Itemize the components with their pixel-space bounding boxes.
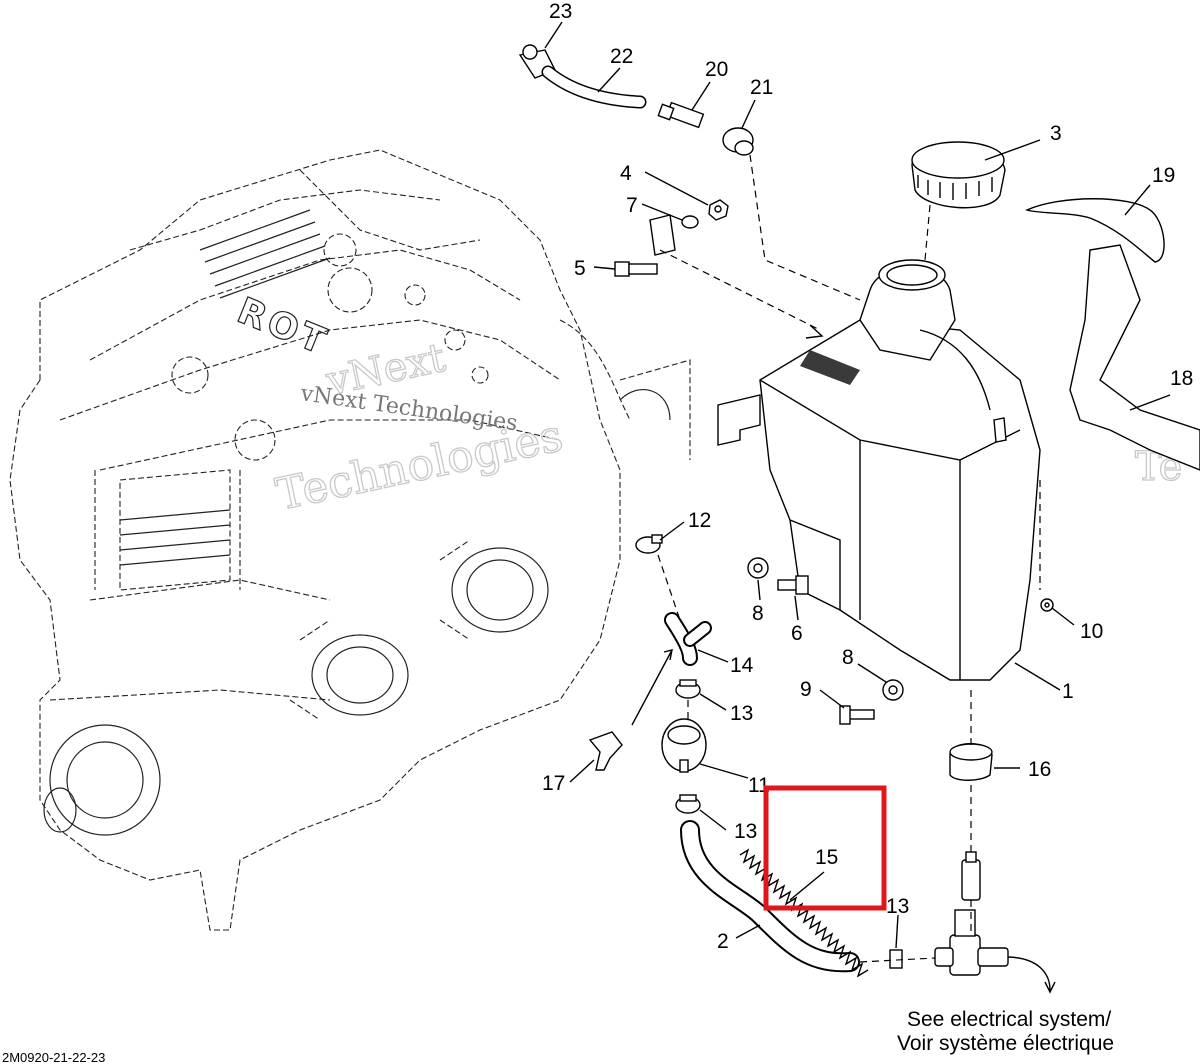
callout-23: 23 [549,0,572,23]
callout-21: 21 [750,76,773,99]
callout-2: 2 [717,930,729,953]
callout-6: 6 [791,622,803,645]
electrical-note-line-2: Voir système électrique [897,1032,1114,1055]
part-13-clamp-upper [675,679,701,699]
part-8-washer-upper [747,557,769,579]
part-16-cap [949,743,993,781]
callout-22: 22 [610,45,633,68]
leader-lines [544,21,1171,949]
assembly-lines [631,154,1056,994]
part-4-nut [708,199,729,221]
callout-8-upper: 8 [752,602,764,625]
callout-3: 3 [1050,122,1062,145]
part-17-plug [588,731,623,771]
part-12-clamp [635,534,663,554]
svg-text:Technologies: Technologies [272,410,567,520]
part-20-fitting [657,101,705,129]
part-22-hose [541,65,647,109]
callout-15: 15 [815,846,838,869]
drawing-code: 2M0920-21-22-23 [2,1050,105,1064]
part-1-reservoir [717,259,1041,681]
callout-7: 7 [626,194,638,217]
callout-labels: 23 22 20 21 3 19 4 7 5 18 12 8 6 10 14 8… [542,0,1193,953]
part-8-washer-lower [882,679,904,701]
callout-13-lower: 13 [886,895,909,918]
callout-16: 16 [1028,758,1051,781]
callout-14: 14 [730,654,754,677]
part-13-clamp-lower [889,949,903,969]
part-7-washer [681,215,699,229]
part-bracket [649,214,676,256]
part-5-bolt [614,261,658,277]
part-2-hose [680,820,860,973]
part-14-elbow [664,612,712,666]
callout-12: 12 [688,509,711,532]
callout-13-upper: 13 [730,702,753,725]
callout-19: 19 [1152,164,1175,187]
svg-text:vNext Technologies: vNext Technologies [298,381,519,436]
callout-20: 20 [705,58,728,81]
highlight-box [763,785,887,911]
callout-8-lower: 8 [842,646,854,669]
callout-17: 17 [542,772,565,795]
callout-18: 18 [1170,367,1193,390]
callout-1: 1 [1062,680,1074,703]
callout-13-middle: 13 [734,820,757,843]
electrical-note-line-1: See electrical system/ [907,1008,1111,1031]
part-21-grommet [722,127,754,156]
callout-5: 5 [574,257,586,280]
callout-9: 9 [800,678,812,701]
part-11-valve [661,718,707,773]
engine-block: ROT [9,149,691,931]
part-6-bolt [777,575,809,595]
callout-10: 10 [1080,620,1103,643]
callout-4: 4 [620,162,632,185]
part-13-clamp-middle [675,794,701,814]
part-t-fitting [934,909,1009,976]
engine-mark: ROT [232,290,335,364]
part-10-washer [1040,598,1054,612]
part-18-panel [1069,244,1200,471]
part-19-strip [1025,198,1165,263]
part-level-sensor [961,851,981,901]
part-3-cap [911,141,1006,209]
part-9-bolt [839,705,875,725]
